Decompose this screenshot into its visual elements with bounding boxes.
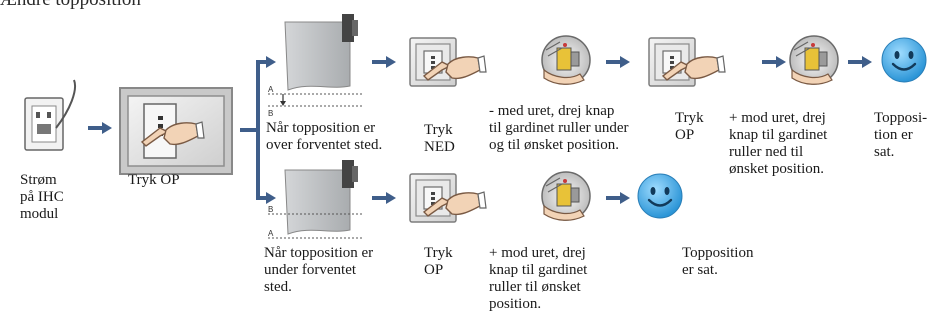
switch-press-up-icon xyxy=(119,87,233,175)
switch-press-up-low-icon xyxy=(409,173,487,223)
switch-press-up-mid-icon xyxy=(648,37,726,87)
turn-counter-low-label: + mod uret, drej knap til gardinet rulle… xyxy=(489,245,588,312)
marker-b: B xyxy=(268,205,273,214)
diagram-heading: Ændre topposition xyxy=(0,0,141,11)
arrow-icon xyxy=(760,54,788,70)
curtain-below-icon: B A xyxy=(268,160,364,239)
power-label: Strøm på IHC modul xyxy=(20,172,64,222)
knob-counterclockwise-icon xyxy=(789,35,839,86)
marker-a: A xyxy=(268,85,274,94)
below-case-label: Når topposition er under forventet sted. xyxy=(264,245,374,295)
arrow-icon xyxy=(604,190,632,206)
press-down-label: Tryk NED xyxy=(424,122,455,155)
above-case-label: Når topposition er over forventet sted. xyxy=(266,120,383,153)
topposition-set-low-label: Topposition er sat. xyxy=(682,245,754,278)
power-outlet-icon xyxy=(24,79,76,151)
arrow-icon xyxy=(370,54,398,70)
switch-press-down-icon xyxy=(409,37,487,87)
press-up-low-label: Tryk OP xyxy=(424,245,453,278)
press-up-first-label: Tryk OP xyxy=(128,172,180,188)
arrow-icon xyxy=(86,120,114,136)
knob-clockwise-icon xyxy=(541,35,591,86)
press-up-mid-label: Tryk OP xyxy=(675,110,704,143)
smiley-icon xyxy=(880,36,928,84)
curtain-above-icon: A B xyxy=(268,14,364,118)
marker-a: A xyxy=(268,229,274,238)
arrow-icon xyxy=(370,190,398,206)
topposition-set-top-label: Topposi- tion er sat. xyxy=(874,110,928,160)
turn-counter-down-label: + mod uret, drej knap til gardinet rulle… xyxy=(729,110,828,177)
knob-counterclockwise-icon xyxy=(541,171,591,222)
arrow-icon xyxy=(846,54,874,70)
branch-connector xyxy=(240,56,276,204)
turn-clockwise-label: - med uret, drej knap til gardinet rulle… xyxy=(489,103,629,153)
smiley-icon xyxy=(636,172,684,220)
marker-b: B xyxy=(268,109,273,118)
arrow-icon xyxy=(604,54,632,70)
